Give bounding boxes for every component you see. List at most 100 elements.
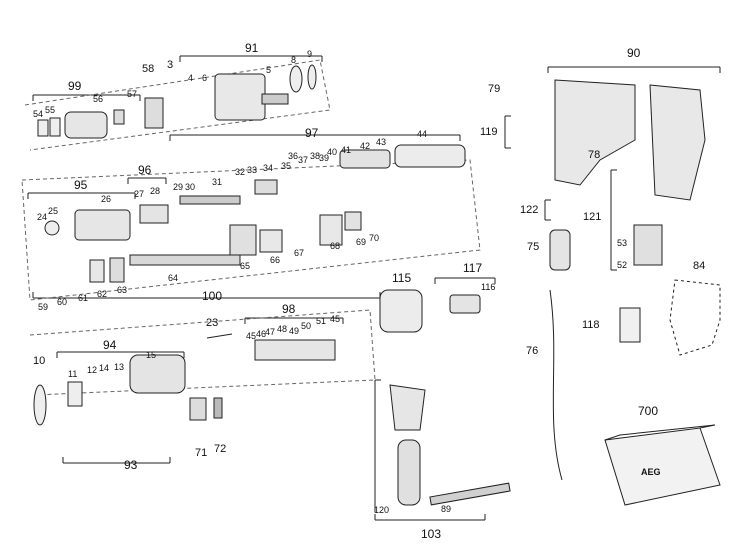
callout-54: 54 (33, 109, 44, 119)
callout-38: 38 (310, 151, 321, 161)
callout-12: 12 (87, 365, 98, 375)
spring-pack-41 (339, 149, 391, 169)
housing-right-90 (649, 84, 706, 201)
callout-27: 27 (134, 189, 145, 199)
callout-117: 117 (463, 261, 483, 275)
bracket-121 (610, 169, 617, 271)
brush-holder-3 (144, 97, 164, 129)
callout-23: 23 (206, 317, 219, 329)
callout-57: 57 (127, 89, 138, 99)
clamp-120 (389, 384, 426, 431)
callout-61: 61 (78, 293, 89, 303)
callout-51: 51 (316, 316, 327, 326)
callout-3: 3 (167, 59, 174, 71)
callout-64: 64 (168, 273, 179, 283)
gear-34 (254, 179, 278, 195)
bracket-90 (547, 66, 721, 73)
callout-63: 63 (117, 285, 128, 295)
callout-98: 98 (282, 302, 296, 316)
callout-90: 90 (627, 46, 641, 60)
callout-48: 48 (277, 324, 288, 334)
callout-58: 58 (142, 63, 155, 75)
spring-72 (213, 397, 223, 419)
bearing-54 (37, 119, 49, 137)
gear-28 (139, 204, 169, 224)
callout-15: 15 (146, 350, 157, 360)
callout-700: 700 (638, 404, 659, 418)
bracket-97 (169, 134, 461, 141)
screws-84 (669, 279, 721, 356)
callout-75: 75 (527, 241, 540, 253)
shaft-31 (179, 195, 241, 205)
gear-62 (89, 259, 105, 283)
crank-65 (229, 224, 257, 256)
housing-26 (74, 209, 131, 241)
callout-120: 120 (374, 505, 390, 515)
callout-89: 89 (441, 504, 452, 514)
callout-94: 94 (103, 338, 117, 352)
callout-99: 99 (68, 79, 82, 93)
sleeve-11 (67, 381, 83, 407)
callout-41: 41 (341, 145, 352, 155)
part-71 (189, 397, 207, 421)
callout-115: 115 (392, 271, 412, 285)
gear-63 (109, 257, 125, 283)
part-24 (44, 220, 60, 236)
callout-26: 26 (101, 194, 112, 204)
callout-96: 96 (138, 163, 152, 177)
cord-76 (549, 289, 563, 481)
leader-23 (206, 333, 233, 339)
callout-31: 31 (212, 177, 223, 187)
callout-103: 103 (421, 527, 442, 541)
callout-49: 49 (289, 326, 300, 336)
callout-40: 40 (327, 147, 338, 157)
bracket-93 (62, 457, 171, 464)
callout-67: 67 (294, 248, 305, 258)
case-lid-edge (604, 424, 716, 441)
housing-left-90 (554, 79, 636, 186)
callout-122: 122 (520, 204, 539, 216)
ring-8 (289, 65, 303, 93)
callout-50: 50 (301, 321, 312, 331)
callout-25: 25 (48, 206, 59, 216)
callout-47: 47 (265, 327, 276, 337)
bracket-103 (374, 514, 486, 521)
bearing-57 (113, 109, 125, 125)
callout-59: 59 (38, 302, 49, 312)
callout-68: 68 (330, 241, 341, 251)
tube-44 (394, 144, 466, 168)
callout-4: 4 (188, 73, 194, 83)
bracket-120 (374, 379, 381, 512)
callout-5: 5 (266, 65, 272, 75)
bracket-98 (244, 317, 344, 324)
callout-100: 100 (202, 289, 223, 303)
callout-62: 62 (97, 289, 108, 299)
field-91 (214, 73, 266, 121)
callout-9: 9 (307, 49, 313, 59)
callout-32: 32 (235, 167, 246, 177)
bearing-55 (49, 117, 61, 137)
callout-28: 28 (150, 186, 161, 196)
bracket-91 (179, 55, 323, 62)
callout-6: 6 (202, 73, 208, 83)
callout-119: 119 (480, 126, 498, 138)
callout-34: 34 (263, 163, 274, 173)
callout-52: 52 (617, 260, 628, 270)
ring-10 (33, 384, 47, 426)
bracket-119 (504, 115, 511, 149)
callout-35: 35 (281, 161, 292, 171)
switch-75 (549, 229, 571, 271)
bracket-95 (27, 192, 136, 199)
callout-65: 65 (240, 261, 251, 271)
callout-14: 14 (99, 363, 110, 373)
callout-91: 91 (245, 41, 259, 55)
label-118 (619, 307, 641, 343)
case-brand-logo: AEG (641, 467, 661, 477)
bracket-96 (127, 177, 167, 184)
callout-53: 53 (617, 238, 628, 248)
callout-76: 76 (526, 345, 539, 357)
rod-5 (261, 93, 289, 105)
callout-11: 11 (68, 369, 78, 379)
guide-motor (24, 59, 331, 151)
